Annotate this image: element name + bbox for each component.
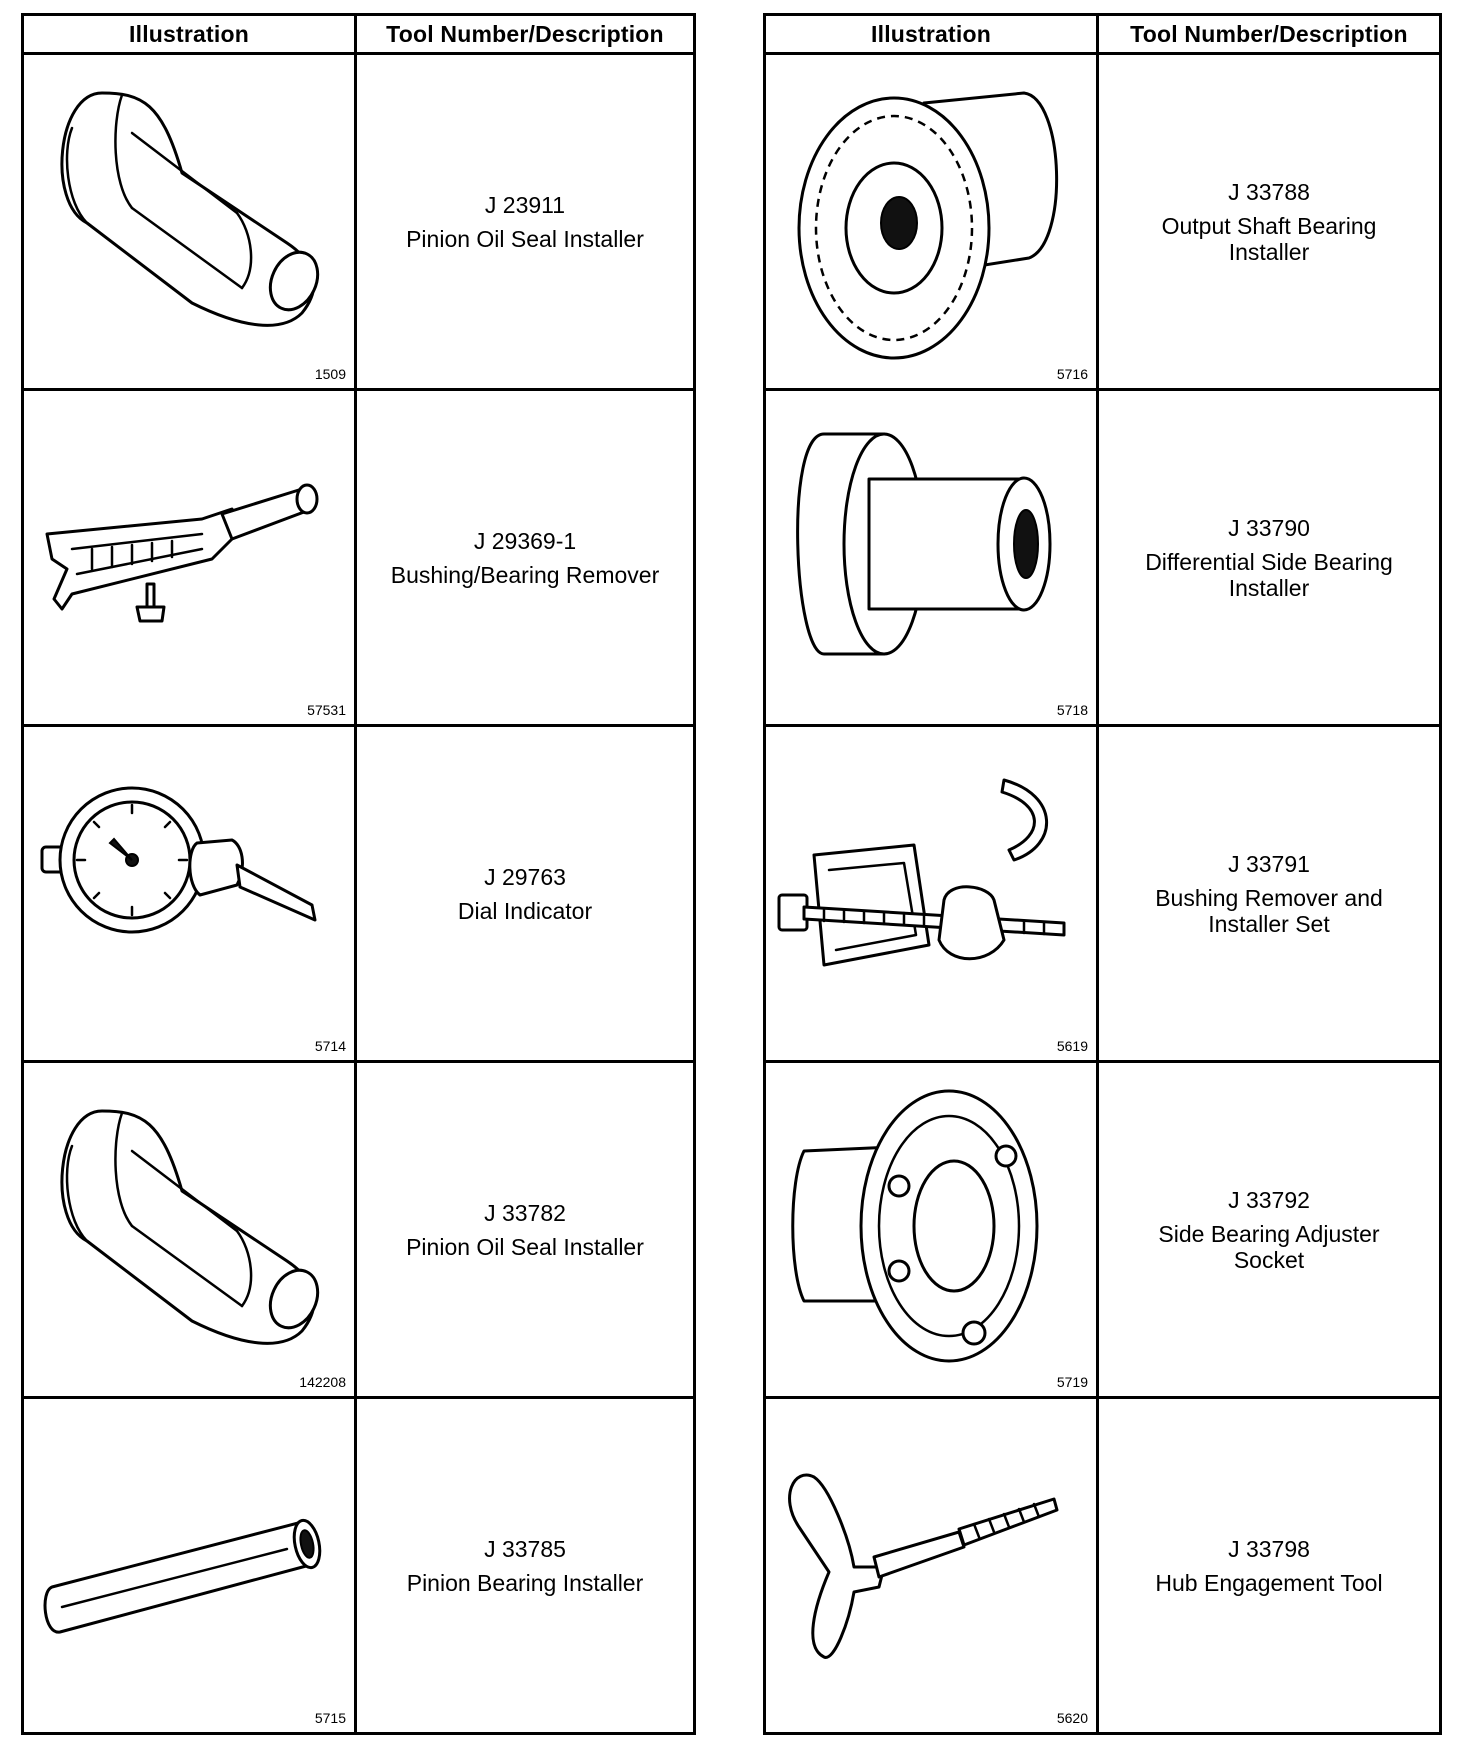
figure-number: 5719 [1056,1374,1088,1390]
header-row: Illustration Tool Number/Description [21,13,696,55]
illustration-cell: 57531 [21,388,357,727]
table-row: 5714 J 29763 Dial Indicator [21,724,696,1063]
tool-number: J 33792 [1228,1186,1310,1213]
tool-description: Pinion Oil Seal Installer [406,1233,644,1260]
illustration-cell: 5714 [21,724,357,1063]
figure-number: 5619 [1056,1038,1088,1054]
illustration-header: Illustration [763,13,1099,55]
tool-description: Differential Side Bearing Installer [1145,548,1393,601]
adjuster-socket-icon [791,1089,1039,1363]
table-row: 5620 J 33798 Hub Engagement Tool [763,1396,1442,1735]
tool-description: Pinion Bearing Installer [406,1569,644,1596]
tool-number: J 33791 [1228,850,1310,877]
tool-number: J 23911 [484,191,566,218]
tool-table-left: Illustration Tool Number/Description 150… [21,13,696,1735]
header-row: Illustration Tool Number/Description [763,13,1442,55]
tool-description: Bushing Remover and Installer Set [1155,884,1383,937]
illustration-cell: 5716 [763,52,1099,391]
illustration-cell: 1509 [21,52,357,391]
description-cell: J 33788 Output Shaft Bearing Installer [1096,52,1442,391]
description-cell: J 33782 Pinion Oil Seal Installer [354,1060,696,1399]
illustration-cell: 5718 [763,388,1099,727]
tool-number: J 33785 [484,1535,566,1562]
description-cell: J 33798 Hub Engagement Tool [1096,1396,1442,1735]
tool-number: J 33798 [1228,1535,1310,1562]
illustration-cell: 5619 [763,724,1099,1063]
figure-number: 5716 [1056,366,1088,382]
tool-description: Side Bearing Adjuster Socket [1158,1220,1380,1273]
figure-number: 5714 [314,1038,346,1054]
illustration-cell: 5715 [21,1396,357,1735]
illustration-header: Illustration [21,13,357,55]
table-row: 5716 J 33788 Output Shaft Bearing Instal… [763,52,1442,391]
tool-number: J 33788 [1228,178,1310,205]
description-cell: J 33791 Bushing Remover and Installer Se… [1096,724,1442,1063]
table-row: 5715 J 33785 Pinion Bearing Installer [21,1396,696,1735]
dial-indicator-icon [40,786,317,934]
description-cell: J 29763 Dial Indicator [354,724,696,1063]
tool-number: J 33790 [1228,514,1310,541]
description-header: Tool Number/Description [1096,13,1442,55]
figure-number: 5715 [314,1710,346,1726]
figure-number: 57531 [307,702,346,718]
tool-description: Pinion Oil Seal Installer [406,225,644,252]
figure-number: 142208 [299,1374,346,1390]
seal-installer-icon [60,91,320,327]
figure-number: 1509 [314,366,346,382]
bearing-puller-icon [45,483,319,623]
remover-set-icon [777,778,1066,967]
description-cell: J 33790 Differential Side Bearing Instal… [1096,388,1442,727]
table-row: 1509 J 23911 Pinion Oil Seal Installer [21,52,696,391]
flanged-installer-icon [797,91,1058,360]
table-row: 5719 J 33792 Side Bearing Adjuster Socke… [763,1060,1442,1399]
figure-number: 5620 [1056,1710,1088,1726]
table-row: 5619 J 33791 Bushing Remover and Install… [763,724,1442,1063]
tool-description: Bushing/Bearing Remover [390,561,660,588]
figure-number: 5718 [1056,702,1088,718]
tool-table-right: Illustration Tool Number/Description 571… [763,13,1442,1735]
tool-description: Output Shaft Bearing Installer [1161,212,1377,265]
table-row: 5718 J 33790 Differential Side Bearing I… [763,388,1442,727]
description-cell: J 33785 Pinion Bearing Installer [354,1396,696,1735]
cylinder-installer-icon [796,432,1052,656]
description-cell: J 33792 Side Bearing Adjuster Socket [1096,1060,1442,1399]
tube-installer-icon [43,1518,322,1634]
tool-description: Dial Indicator [457,897,593,924]
description-cell: J 23911 Pinion Oil Seal Installer [354,52,696,391]
description-cell: J 29369-1 Bushing/Bearing Remover [354,388,696,727]
t-handle-tool-icon [788,1473,1059,1659]
seal-installer-icon [60,1109,320,1345]
tool-number: J 29369-1 [473,527,577,554]
description-header: Tool Number/Description [354,13,696,55]
tool-number: J 29763 [484,863,566,890]
illustration-cell: 5620 [763,1396,1099,1735]
illustration-cell: 142208 [21,1060,357,1399]
table-row: 142208 J 33782 Pinion Oil Seal Installer [21,1060,696,1399]
illustration-cell: 5719 [763,1060,1099,1399]
tool-description: Hub Engagement Tool [1155,1569,1383,1596]
table-row: 57531 J 29369-1 Bushing/Bearing Remover [21,388,696,727]
tool-number: J 33782 [484,1199,566,1226]
